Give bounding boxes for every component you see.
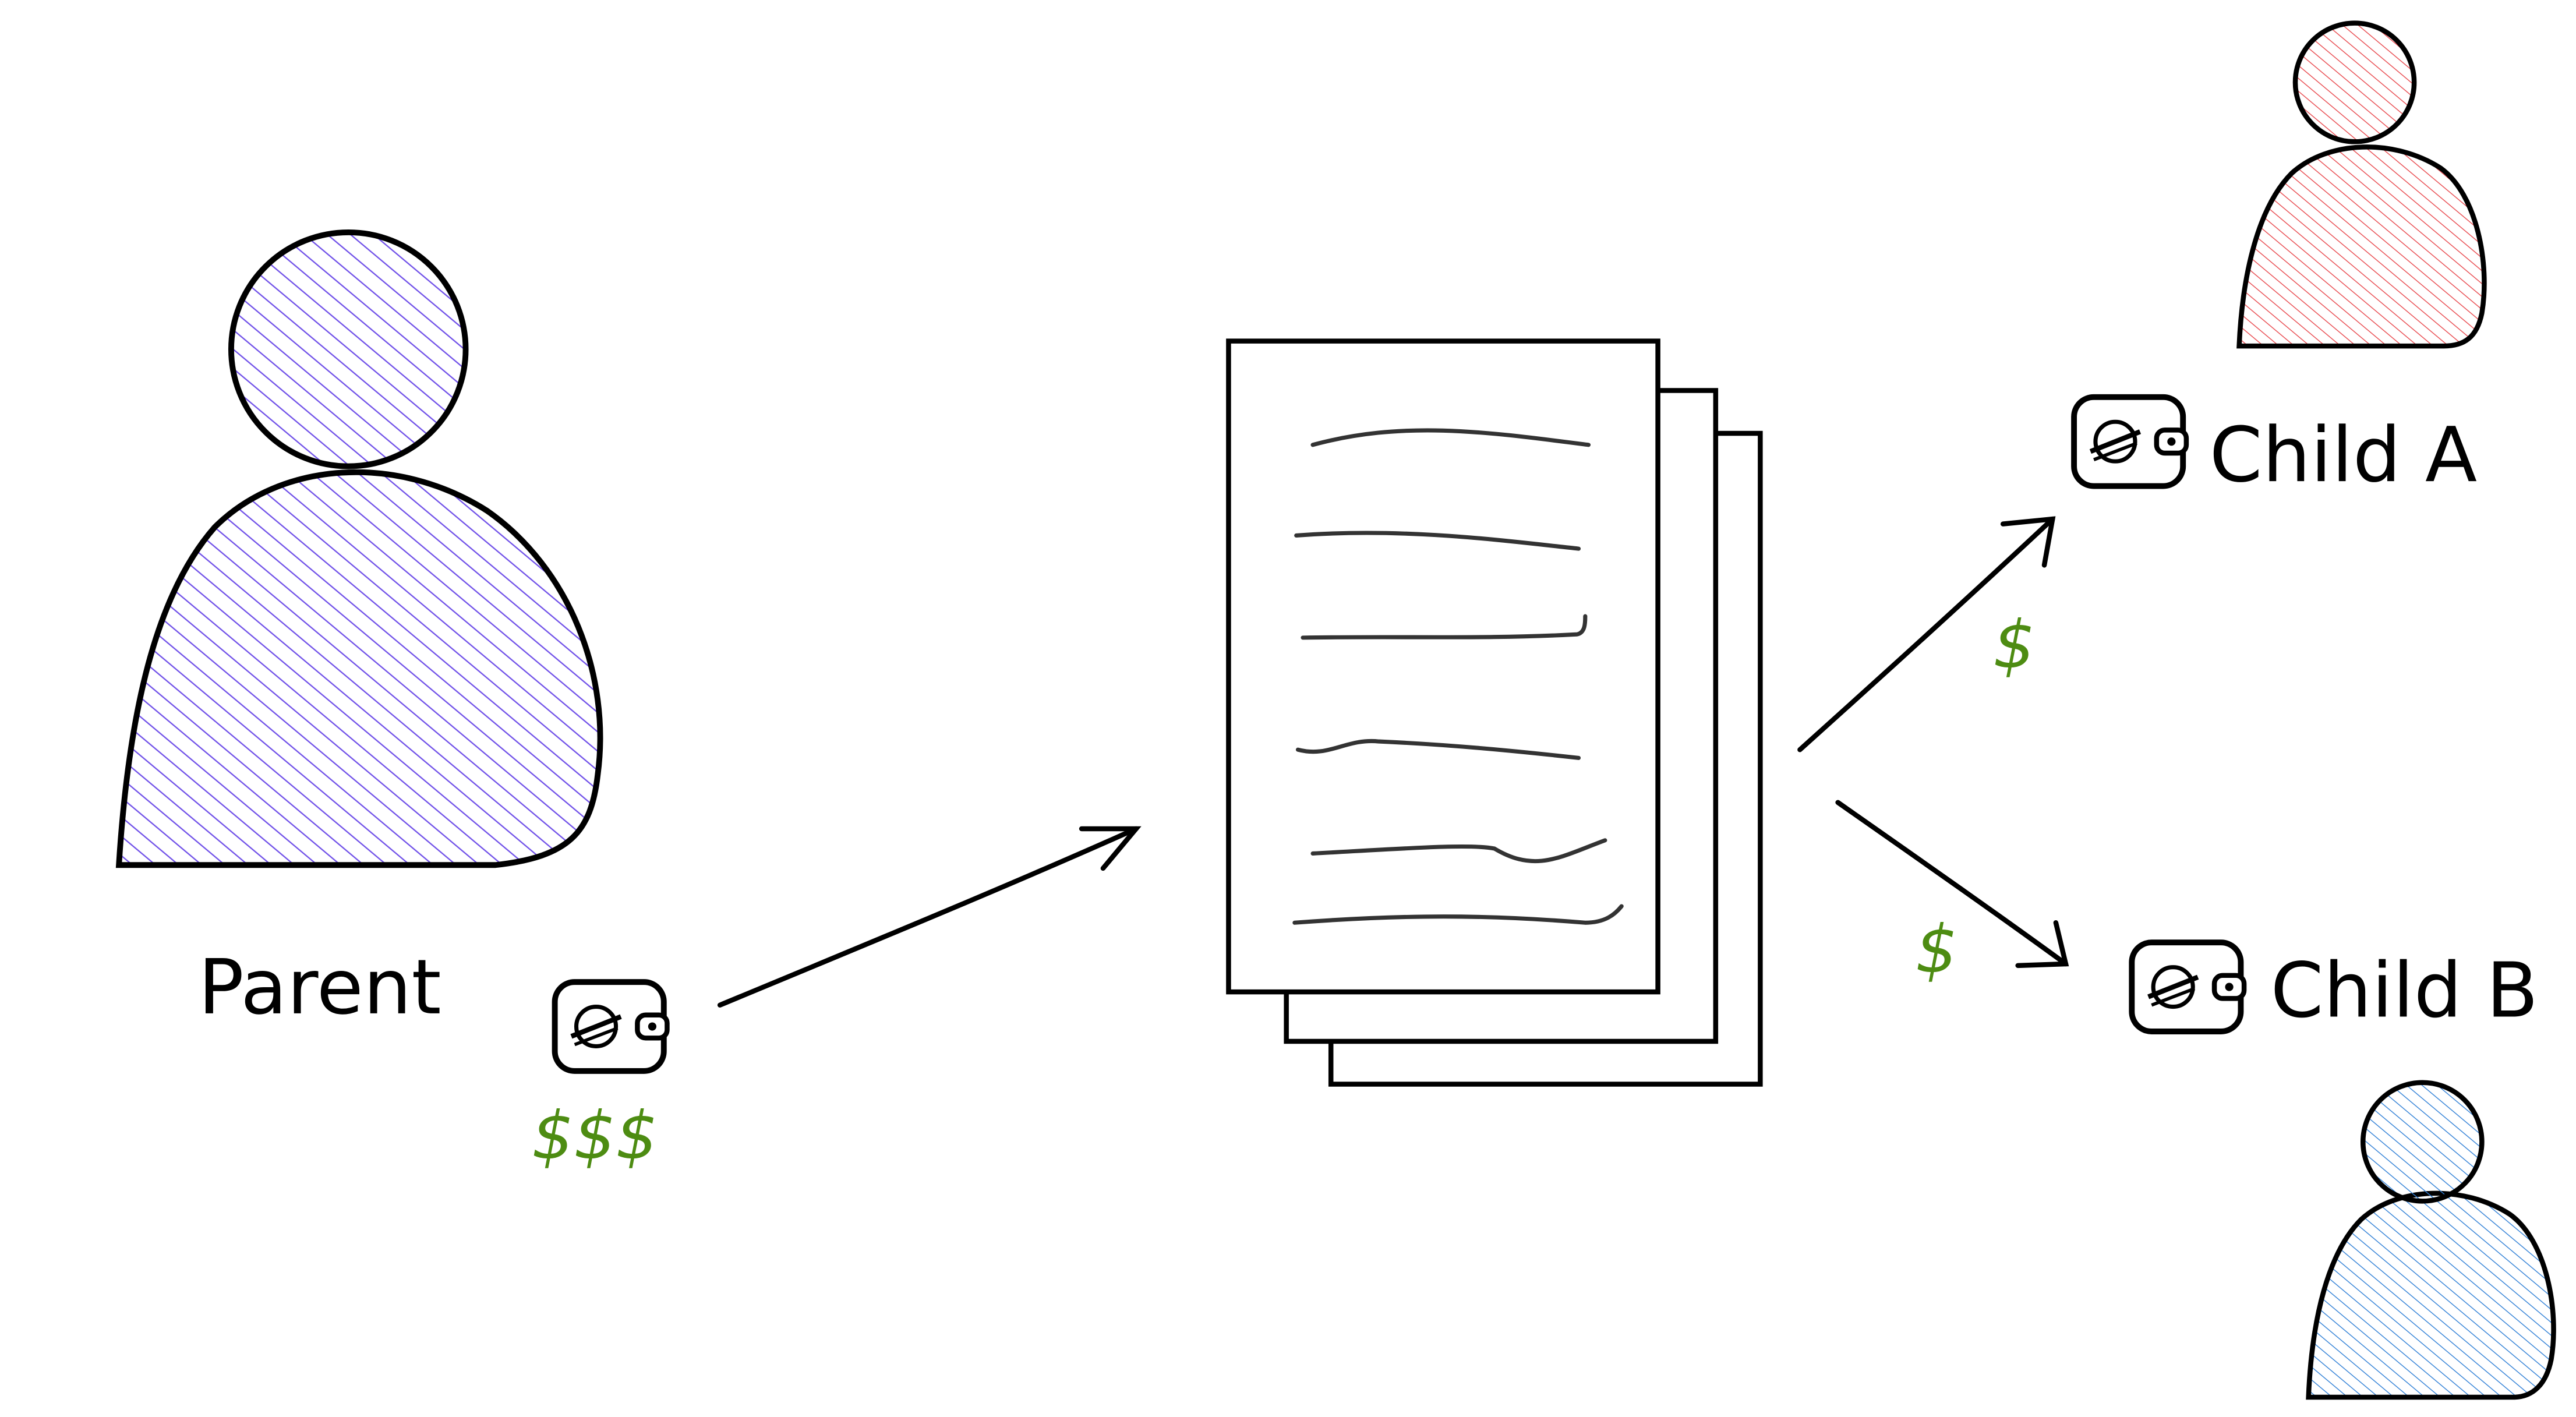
parent-label: Parent — [198, 943, 441, 1031]
child-b-amount: $ — [1916, 911, 1957, 988]
child-a-label: Child A — [2210, 411, 2478, 499]
arrow-parent-to-contract — [717, 826, 1142, 1008]
child-a-wallet-icon — [2074, 397, 2186, 486]
parent-amount: $$$ — [532, 1097, 658, 1174]
child-a-person-icon — [2236, 20, 2487, 349]
child-b-label: Child B — [2270, 946, 2538, 1035]
arrow-contract-to-child-b — [1835, 800, 2069, 969]
parent-wallet-icon — [555, 982, 667, 1071]
document-stack-icon — [1226, 338, 1763, 1087]
arrow-contract-to-child-a — [1797, 516, 2056, 752]
child-b-wallet-icon — [2132, 942, 2244, 1031]
child-a-amount: $ — [1993, 606, 2035, 683]
child-b-person-icon — [2306, 1080, 2556, 1400]
parent-person-icon — [115, 229, 603, 868]
